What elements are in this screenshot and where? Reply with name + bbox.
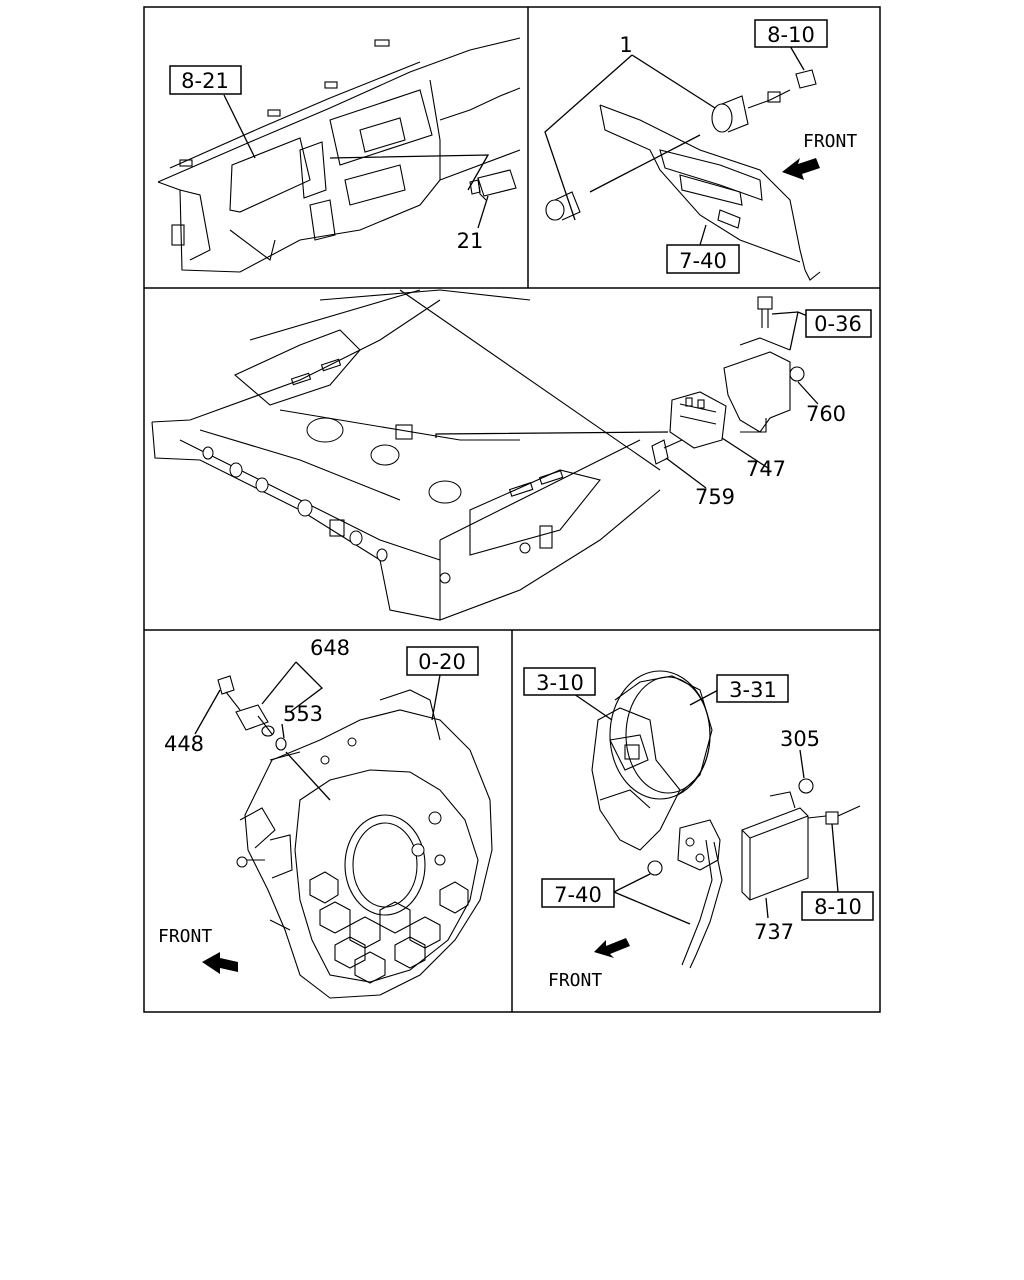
front-arrow-icon [202, 952, 238, 974]
callout-box-7-40: 7-40 [666, 244, 740, 274]
callout-box-3-10: 3-10 [523, 667, 596, 696]
engine-bracket-panel: 3-10 3-31 7-40 8-10 305 737 FRONT [523, 667, 874, 991]
callout-box-8-10: 8-10 [801, 891, 874, 921]
switch-21-drawing [469, 169, 517, 201]
callout-label: 0-20 [418, 650, 466, 674]
front-arrow-icon [782, 158, 820, 180]
part-number-label: 1 [619, 33, 632, 57]
callout-label: 3-10 [536, 671, 584, 695]
o-ring-553-icon [275, 737, 287, 751]
component-3-31-drawing [609, 670, 713, 800]
nut-760-icon [789, 366, 805, 382]
callout-label: 8-21 [181, 69, 229, 93]
callout-box-8-10: 8-10 [754, 19, 828, 48]
dash-panel-drawing [599, 104, 821, 281]
callout-box-0-20: 0-20 [406, 646, 479, 676]
nut-305-icon [798, 778, 814, 794]
bolt-0-36-drawing [757, 296, 773, 328]
part-number-label: 747 [746, 457, 786, 481]
part-number-label: 21 [457, 229, 484, 253]
module-747-drawing [669, 391, 727, 449]
nut-7-40-icon [647, 860, 663, 876]
bracket-7-40-drawing [677, 819, 723, 969]
bracket-drawing [723, 337, 791, 433]
connector-8-10-drawing [807, 805, 861, 825]
callout-label: 8-10 [814, 895, 862, 919]
part-number-label: 648 [310, 636, 350, 660]
callout-box-8-21: 8-21 [169, 65, 242, 95]
housing-drawing [236, 689, 493, 999]
frame-drawing [151, 289, 661, 621]
connector-8-10-drawing [795, 69, 817, 89]
callout-box-3-31: 3-31 [716, 674, 789, 703]
callout-label: 0-36 [814, 312, 862, 336]
ecu-737-drawing [741, 791, 809, 901]
front-label: FRONT [158, 926, 212, 947]
part-number-label: 448 [164, 732, 204, 756]
part-number-label: 305 [780, 727, 820, 751]
callout-box-7-40: 7-40 [541, 878, 615, 908]
component-3-10-drawing [591, 707, 681, 851]
part-number-label: 759 [695, 485, 735, 509]
front-arrow-icon [594, 938, 630, 958]
flywheel-housing-panel: 0-20 648 553 448 FRONT [158, 636, 493, 999]
switch-1-drawing [545, 89, 791, 221]
dash-switch-panel: 8-10 7-40 1 FRONT [544, 19, 857, 281]
dashboard-panel: 8-21 21 [157, 37, 521, 273]
callout-label: 7-40 [554, 883, 602, 907]
callout-box-0-36: 0-36 [805, 309, 872, 338]
part-number-label: 760 [806, 402, 846, 426]
part-number-label: 553 [283, 702, 323, 726]
front-label: FRONT [548, 970, 602, 991]
frame-panel: 0-36 760 747 759 [151, 289, 872, 621]
callout-label: 8-10 [767, 23, 815, 47]
bolt-448-drawing [217, 675, 241, 711]
callout-label: 7-40 [679, 249, 727, 273]
front-label: FRONT [803, 131, 857, 152]
sensor-648-drawing [235, 704, 275, 737]
bolt-759-drawing [651, 439, 683, 465]
part-number-label: 737 [754, 920, 794, 944]
honeycomb-grille-drawing [309, 871, 469, 984]
dashboard-drawing [157, 37, 521, 273]
callout-label: 3-31 [729, 678, 777, 702]
panel-grid [143, 6, 881, 1013]
